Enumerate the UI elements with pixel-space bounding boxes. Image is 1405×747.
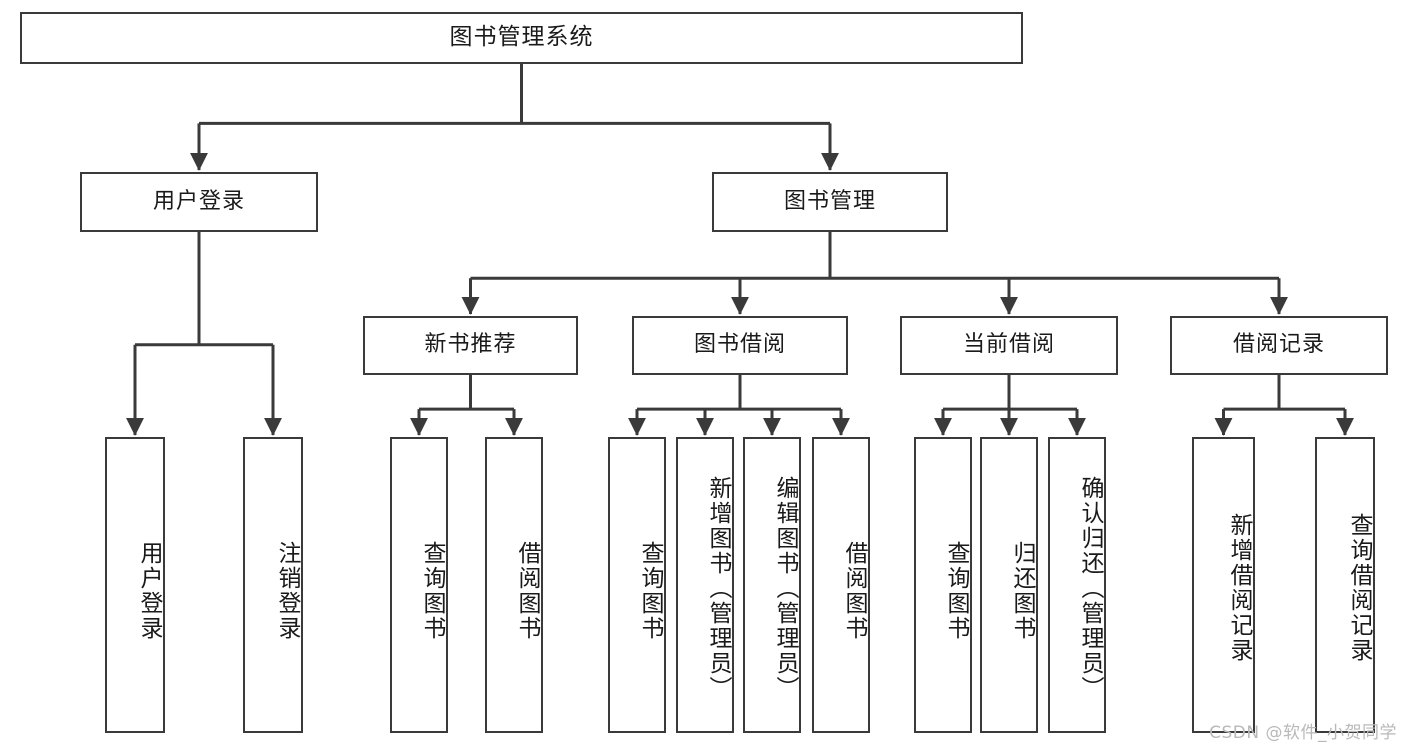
node-current: 当前借阅 [900,316,1118,375]
node-leaf_bor_lend: 借阅图书 [812,437,870,733]
node-leaf_user_logout: 注销登录 [243,437,303,733]
node-book_mgmt: 图书管理 [712,172,948,232]
node-leaf_user_login: 用户登录 [105,437,165,733]
node-leaf_his_query: 查询借阅记录 [1315,437,1375,733]
node-new_rec: 新书推荐 [363,316,578,375]
node-leaf_cur_query: 查询图书 [914,437,972,733]
watermark: CSDN @软件_小贺同学 [1209,723,1397,743]
node-leaf_bor_edit: 编辑图书（管理员） [743,437,801,733]
node-user_login: 用户登录 [80,172,318,232]
node-leaf_cur_return: 归还图书 [980,437,1038,733]
node-history: 借阅记录 [1170,316,1388,375]
node-leaf_rec_query: 查询图书 [390,437,448,733]
node-leaf_cur_confirm: 确认归还（管理员） [1048,437,1106,733]
node-leaf_his_add: 新增借阅记录 [1192,437,1255,733]
node-leaf_bor_add: 新增图书（管理员） [676,437,734,733]
node-leaf_rec_borrow: 借阅图书 [485,437,543,733]
node-leaf_bor_query: 查询图书 [608,437,666,733]
node-borrow: 图书借阅 [632,316,848,375]
node-root: 图书管理系统 [20,12,1023,64]
